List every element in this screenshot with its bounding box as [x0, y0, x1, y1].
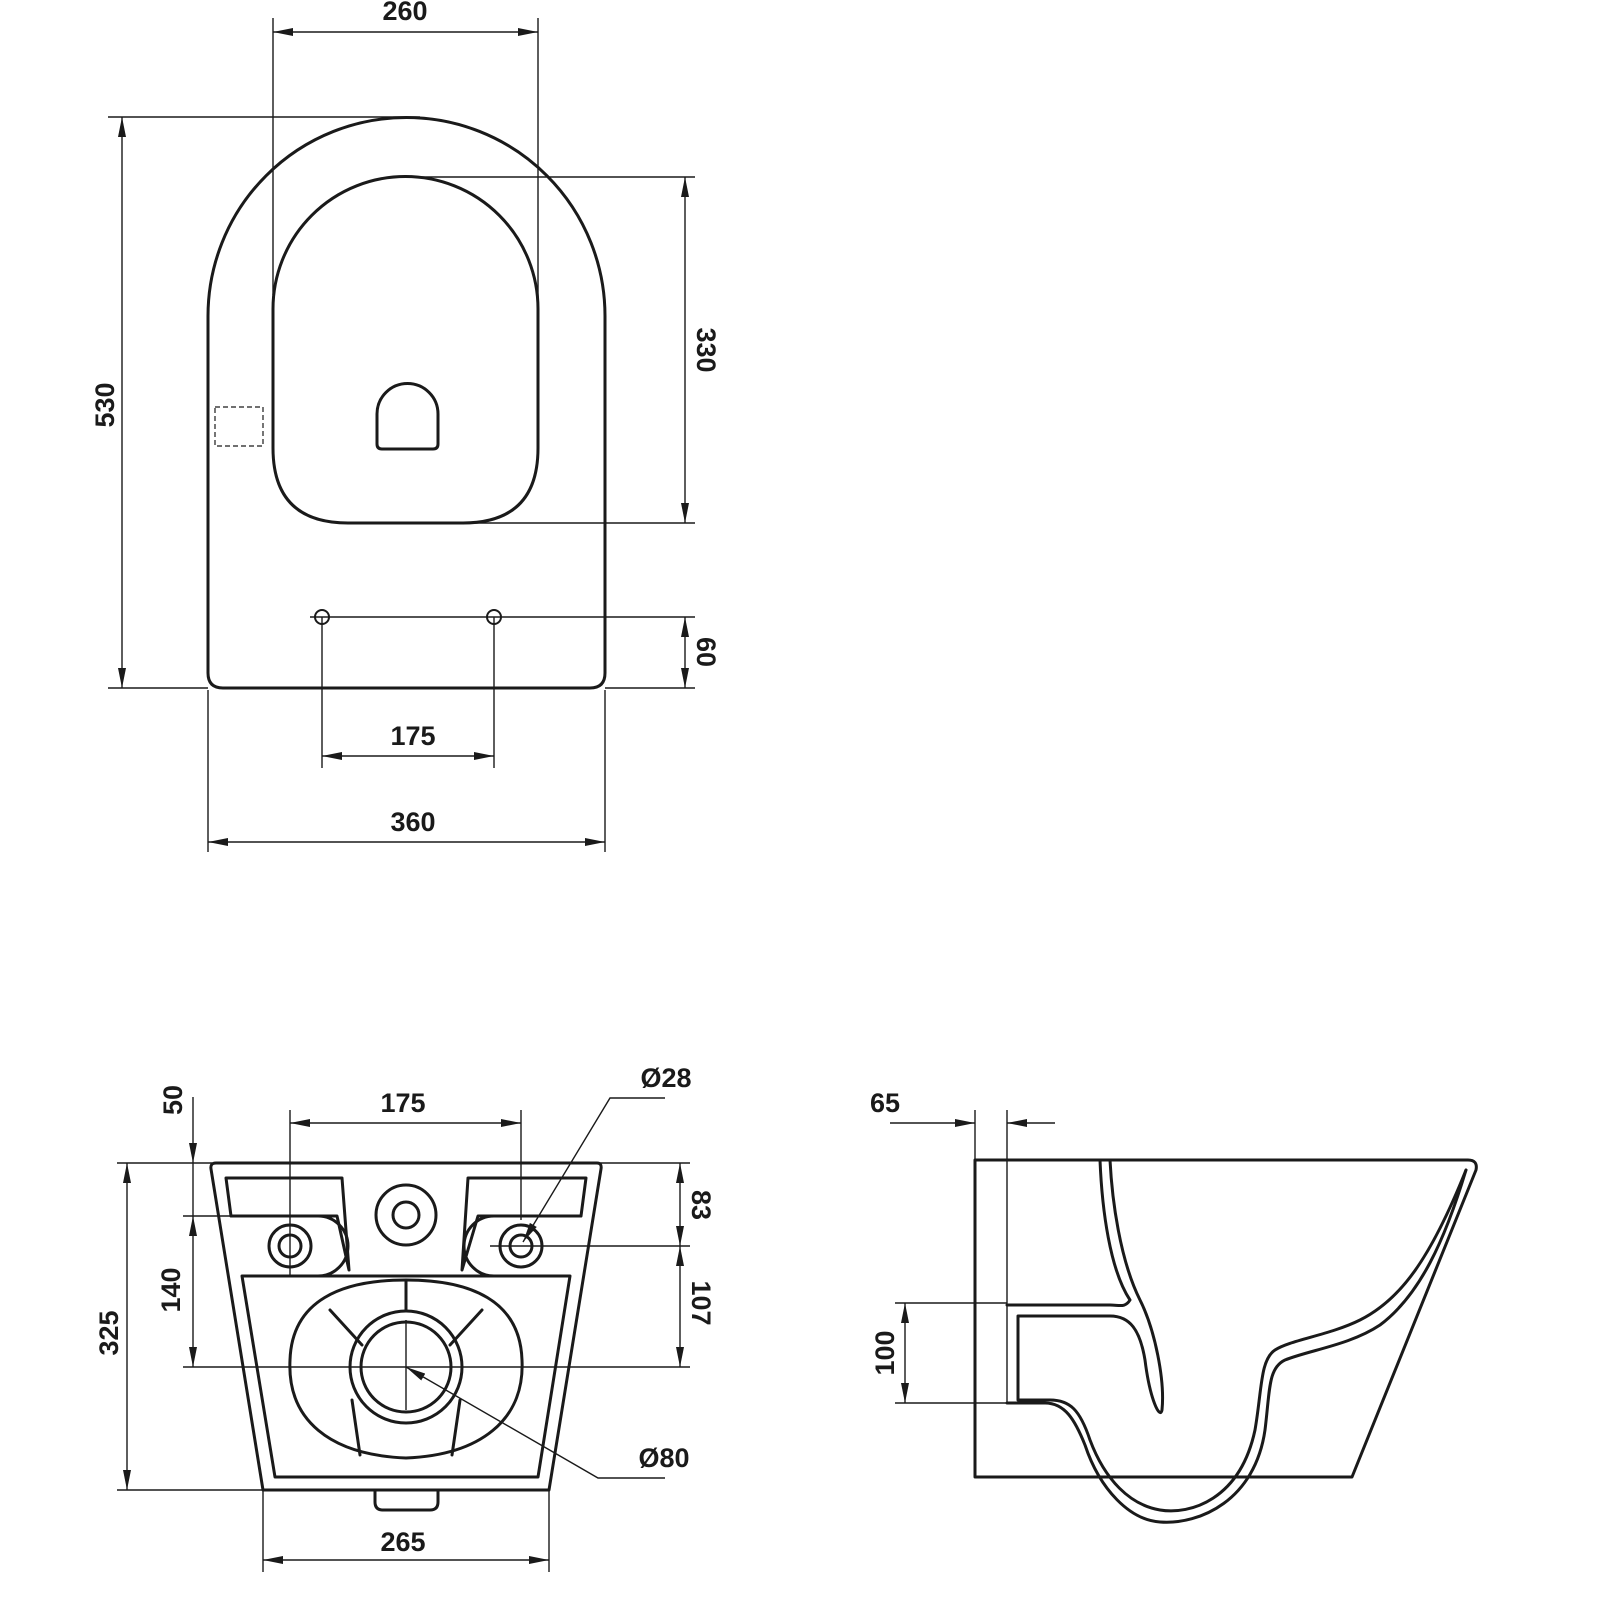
dim-height: 325 [94, 1310, 124, 1355]
ear-right [462, 1214, 577, 1278]
leader-80 [405, 1366, 665, 1479]
dim-bottom-width: 265 [380, 1527, 425, 1557]
outlet-opening [375, 382, 440, 451]
dim-hole-height: 83 [686, 1190, 716, 1220]
extension-lines [117, 1110, 690, 1572]
leader-28 [522, 1097, 665, 1243]
bowl-ribs [328, 1278, 484, 1457]
top-slot-left [224, 1176, 351, 1272]
hidden-feature [214, 406, 264, 447]
rim-inner [1016, 1158, 1468, 1513]
dim-hole-offset: 60 [691, 637, 721, 667]
dim-total-width: 360 [390, 807, 435, 837]
dim-top-offset: 50 [158, 1085, 188, 1115]
dim-seat-length: 330 [691, 327, 721, 372]
seat-opening [271, 175, 540, 525]
dim-outlet-diameter: Ø80 [638, 1443, 689, 1473]
bowl-shape [288, 1278, 524, 1460]
inlet-ring-inner [391, 1200, 421, 1230]
dim-wall-offset: 65 [870, 1088, 900, 1118]
dim-hole-spacing: 175 [380, 1088, 425, 1118]
dim-outlet-height: 140 [156, 1267, 186, 1312]
inner-frame [240, 1274, 572, 1479]
dim-side-outlet-height: 100 [870, 1330, 900, 1375]
bowl-outline [206, 116, 607, 690]
extension-lines [895, 1110, 1008, 1404]
extension-lines [108, 18, 695, 852]
dim-seat-width: 260 [382, 0, 427, 26]
back-view: 50 175 Ø28 83 140 325 107 Ø80 265 [94, 1063, 716, 1572]
side-view: 65 100 [870, 1088, 1478, 1524]
ear-left [235, 1214, 350, 1278]
dim-outlet-offset: 107 [686, 1280, 716, 1325]
top-view: 260 530 330 60 175 360 [90, 0, 721, 852]
side-outline [973, 1158, 1478, 1479]
dim-hole-spacing: 175 [390, 721, 435, 751]
dim-hole-diameter: Ø28 [640, 1063, 691, 1093]
inlet-ring-outer [374, 1183, 438, 1247]
dim-total-length: 530 [90, 382, 120, 427]
spigot [373, 1488, 440, 1512]
trap-wall [1005, 1158, 1468, 1524]
